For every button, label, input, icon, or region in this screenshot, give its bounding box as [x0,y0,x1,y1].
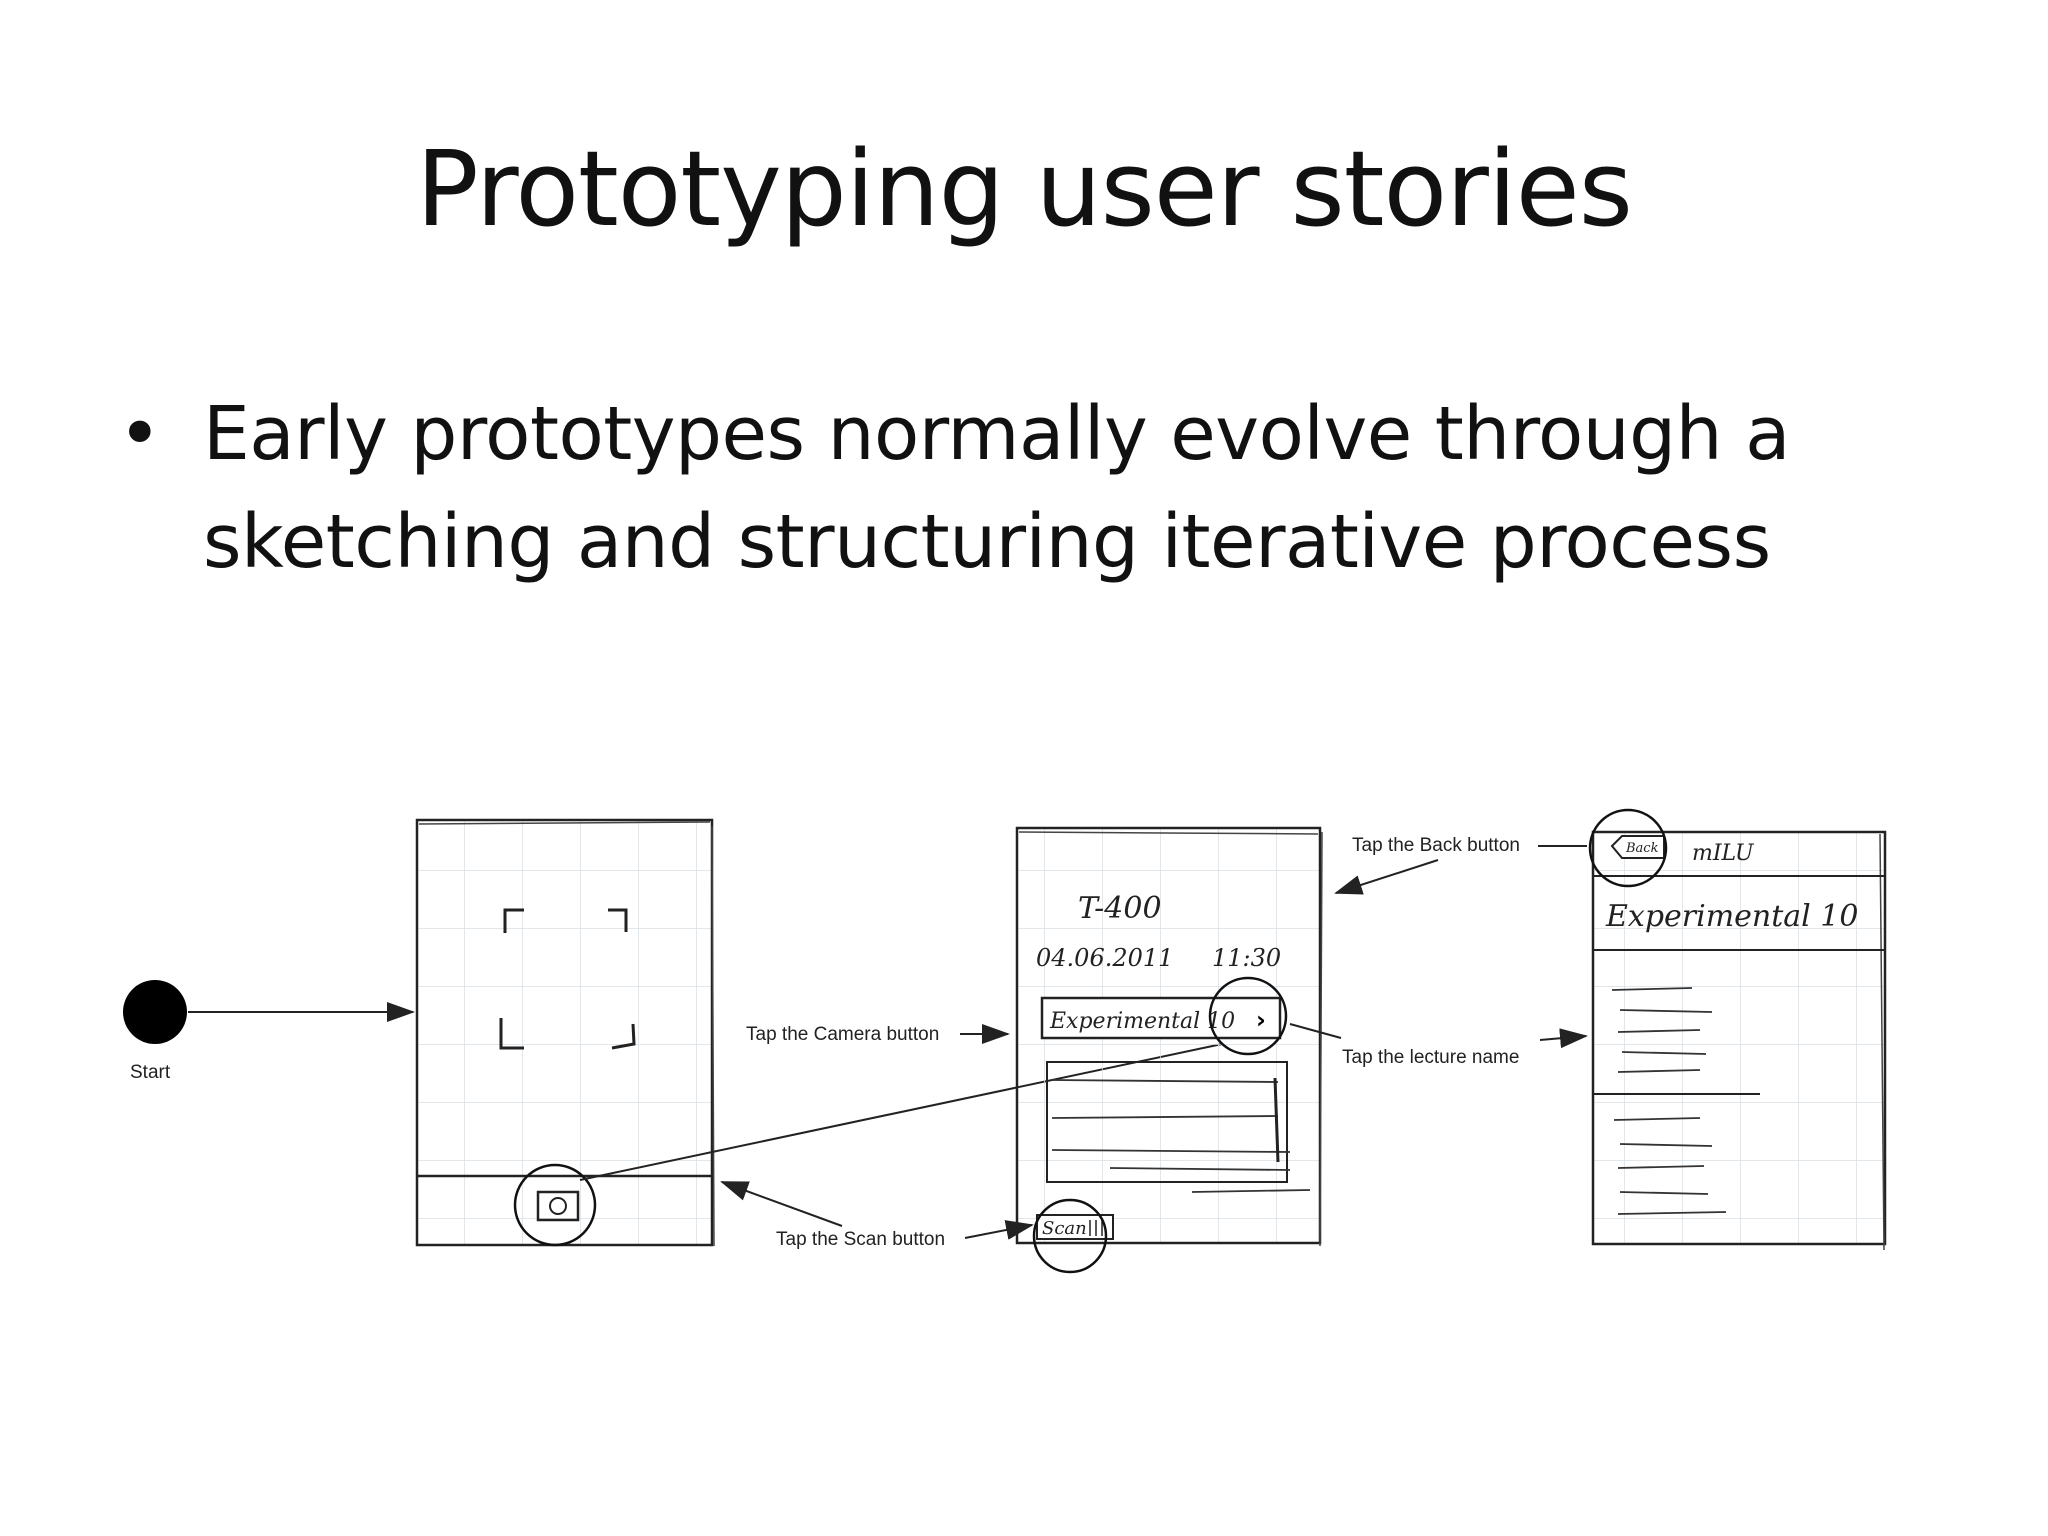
sketch-screen-lectures: T-400 04.06.2011 11:30 Experimental 10 ›… [1015,826,1323,1274]
scan-button-highlight [1032,1198,1108,1274]
lecture-highlight [1208,976,1288,1056]
annotation-lecture: Tap the lecture name [1342,1047,1519,1068]
scan-button [1036,1214,1114,1240]
sketch-screen-scanner [415,818,715,1247]
sketch-screen-detail: Back mILU Experimental 10 [1588,808,1887,1251]
camera-button-highlight [513,1163,597,1247]
lecture-item-label: Experimental 10 [1049,1009,1235,1034]
back-button [1610,835,1665,859]
bullet-line-2: sketching and structuring iterative proc… [203,499,1771,585]
annotation-camera: Tap the Camera button [746,1024,939,1045]
back-button-highlight [1588,808,1668,888]
time-label: 11:30 [1212,944,1281,972]
slide-title: Prototyping user stories [416,128,1633,250]
room-label: T-400 [1078,891,1162,926]
date-label: 04.06.2011 [1036,944,1173,972]
start-node [123,980,187,1044]
back-button-label: Back [1625,841,1659,856]
bullet-symbol: • [118,391,162,477]
annotation-back: Tap the Back button [1352,835,1520,856]
camera-icon [536,1190,580,1222]
scan-button-label: Scan [1042,1218,1087,1239]
bullet-line-1: Early prototypes normally evolve through… [203,391,1790,477]
start-label: Start [130,1062,171,1083]
annotation-scan: Tap the Scan button [776,1229,945,1250]
bullet-item: • Early prototypes normally evolve throu… [118,380,1938,596]
lecture-item [1040,996,1282,1040]
detail-header: mILU [1692,841,1755,866]
detail-title: Experimental 10 [1605,899,1858,934]
chevron-right-icon: › [1256,1006,1266,1034]
